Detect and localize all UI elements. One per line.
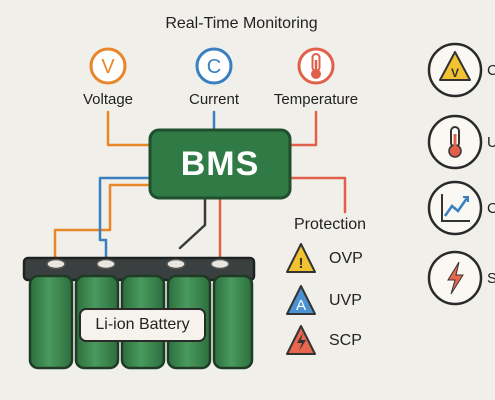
right-voltage-warning-icon: V (427, 42, 483, 98)
right-trend-chart-icon (427, 180, 483, 236)
battery-terminal (96, 258, 116, 270)
voltage-icon-letter: V (101, 56, 115, 78)
uvp-icon-letter: A (296, 297, 306, 314)
warning-icon: ! (286, 243, 316, 273)
temperature-label: Temperature (273, 91, 359, 108)
voltage-wire (106, 110, 152, 147)
bms-to-battery-wire-blue (98, 176, 152, 264)
right-thermometer-icon (427, 114, 483, 170)
right-panel-text-3: C (487, 200, 495, 217)
battery-label-box (79, 308, 206, 342)
right-lightning-icon (427, 250, 483, 306)
right-warning-letter: V (451, 66, 459, 80)
bms-box (148, 128, 292, 200)
bms-to-battery-wire-dark (178, 196, 207, 250)
scp-label: SCP (329, 332, 362, 349)
right-panel-text-4: S (487, 270, 495, 287)
battery-terminal (166, 258, 186, 270)
short-circuit-icon (286, 325, 316, 355)
right-panel-text-1: C (487, 62, 495, 79)
battery-pack (22, 256, 256, 370)
ovp-icon-letter: ! (299, 255, 304, 272)
current-label: Current (188, 91, 240, 108)
page-title: Real-Time Monitoring (165, 15, 318, 32)
current-icon: C (195, 47, 233, 85)
battery-terminal (210, 258, 230, 270)
bms-label: BMS (180, 144, 260, 183)
uvp-label: UVP (329, 292, 362, 309)
voltage-label: Voltage (82, 91, 134, 108)
bms-to-battery-wire-orange (53, 183, 152, 264)
protection-title: Protection (294, 216, 367, 233)
bms-to-protection-wire (288, 176, 347, 214)
current-icon-letter: C (207, 56, 221, 78)
wires (53, 110, 347, 264)
battery-terminal (46, 258, 66, 270)
battery-label: Li-ion Battery (95, 316, 190, 333)
right-panel-text-2: U (487, 134, 495, 151)
undervoltage-icon: A (286, 285, 316, 315)
voltage-icon: V (89, 47, 127, 85)
ovp-label: OVP (329, 250, 363, 267)
temperature-wire (288, 110, 318, 147)
thermometer-icon (297, 47, 335, 85)
